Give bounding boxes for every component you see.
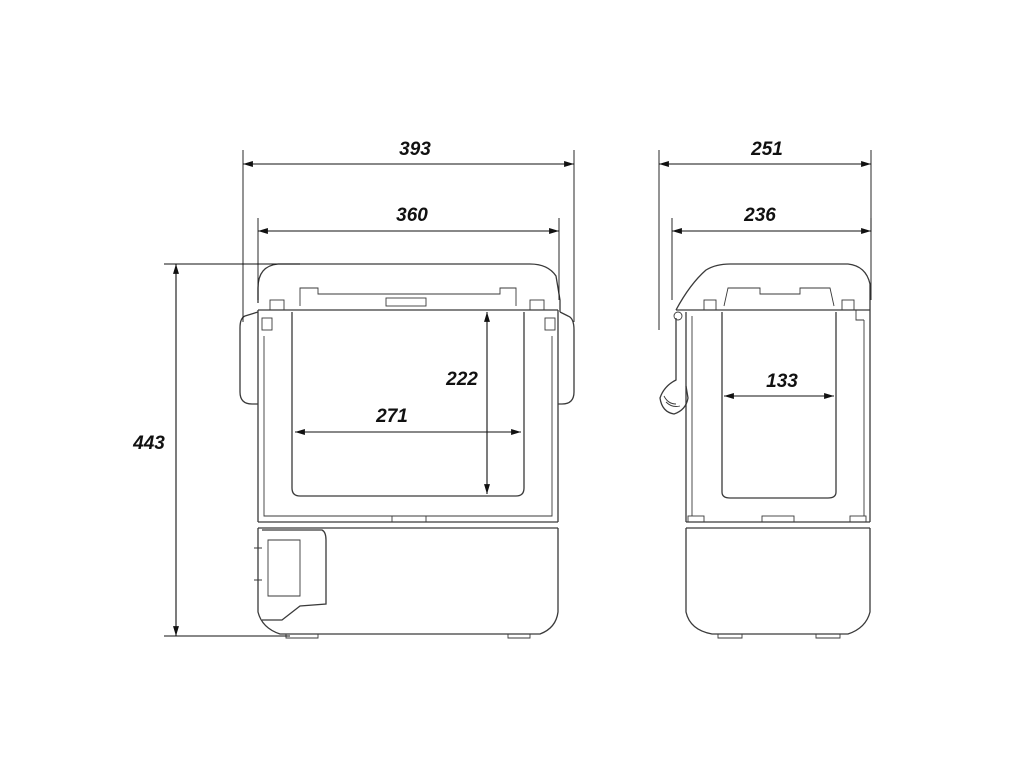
front-left-clip	[261, 317, 273, 331]
side-left-hinge	[703, 299, 717, 311]
front-control-inner	[254, 539, 301, 597]
front-right-clip	[544, 317, 556, 331]
side-handle-knob-inner	[663, 395, 681, 407]
side-waist-tab	[687, 515, 705, 523]
side-waist-tab	[761, 515, 795, 523]
dim-label-overall-depth: 251	[750, 139, 783, 160]
side-waist-line	[686, 521, 870, 529]
side-waist-tab	[849, 515, 867, 523]
front-base-outline	[257, 528, 559, 635]
front-left-hinge	[269, 299, 285, 311]
dim-label-lid-depth: 236	[743, 205, 776, 226]
front-view	[239, 263, 575, 639]
side-right-hinge	[841, 299, 855, 311]
front-upper-walls	[257, 309, 559, 522]
front-inner-wall	[263, 336, 553, 517]
dim-label-overall-width: 393	[399, 139, 431, 160]
dim-label-interior-height: 222	[445, 369, 478, 390]
side-upper-walls	[676, 309, 871, 522]
side-lid-detail	[723, 287, 835, 307]
front-lid-latch	[385, 297, 427, 307]
dim-label-overall-height: 443	[132, 433, 165, 454]
front-right-hinge	[529, 299, 545, 311]
side-base-outline	[685, 528, 871, 635]
side-inner-walls	[691, 310, 865, 516]
front-control-panel	[262, 529, 327, 621]
side-view	[659, 263, 871, 639]
front-interior-compartment	[291, 312, 525, 497]
side-dimensions: 251 236 133	[658, 139, 872, 399]
side-pivot	[673, 311, 683, 321]
front-waist-line	[258, 521, 558, 529]
front-dimensions: 393 360 222 271 443	[132, 139, 575, 637]
dim-label-interior-width: 271	[375, 406, 408, 427]
side-lid-outline	[675, 263, 871, 312]
dim-label-interior-depth: 133	[766, 371, 798, 392]
dim-label-lid-width: 360	[396, 205, 428, 226]
front-right-handle	[558, 311, 575, 405]
front-left-handle	[239, 311, 259, 405]
side-feet	[717, 634, 841, 639]
front-waist-tab	[391, 515, 427, 523]
front-lid-outline	[257, 263, 561, 312]
side-handle-knob	[659, 318, 689, 415]
side-interior-compartment	[721, 312, 837, 499]
front-lid-top-detail	[299, 287, 517, 306]
